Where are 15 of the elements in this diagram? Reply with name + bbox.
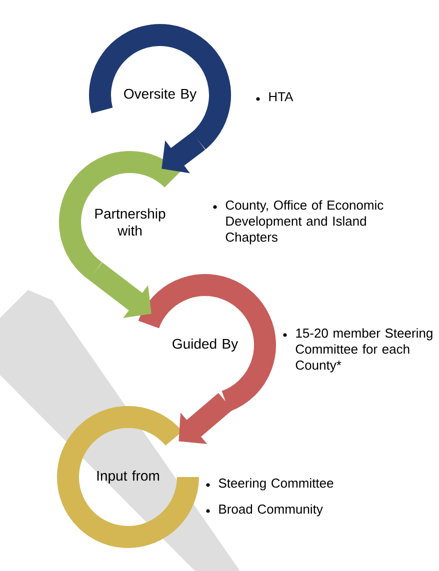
bullet-text: 15-20 member Steering Committee for each County* (296, 328, 432, 372)
bullet-text: Steering Committee (218, 478, 334, 490)
ring-segment (57, 406, 199, 548)
arrow-head (162, 132, 206, 174)
bullet-text: HTA (269, 92, 294, 102)
ring-segment (89, 24, 231, 150)
ring-segment (59, 151, 180, 280)
arrow-head (178, 393, 233, 444)
bullet-text: County, Office of Economic Development and Island Chapters (226, 200, 384, 244)
ring-segment (138, 274, 276, 412)
step-label: Guided By (172, 338, 238, 352)
step-label: Partnership with (95, 208, 166, 236)
step-label: Input from (97, 470, 159, 484)
bullet-text: Broad Community (219, 504, 323, 516)
step-label: Oversite By (124, 88, 197, 102)
